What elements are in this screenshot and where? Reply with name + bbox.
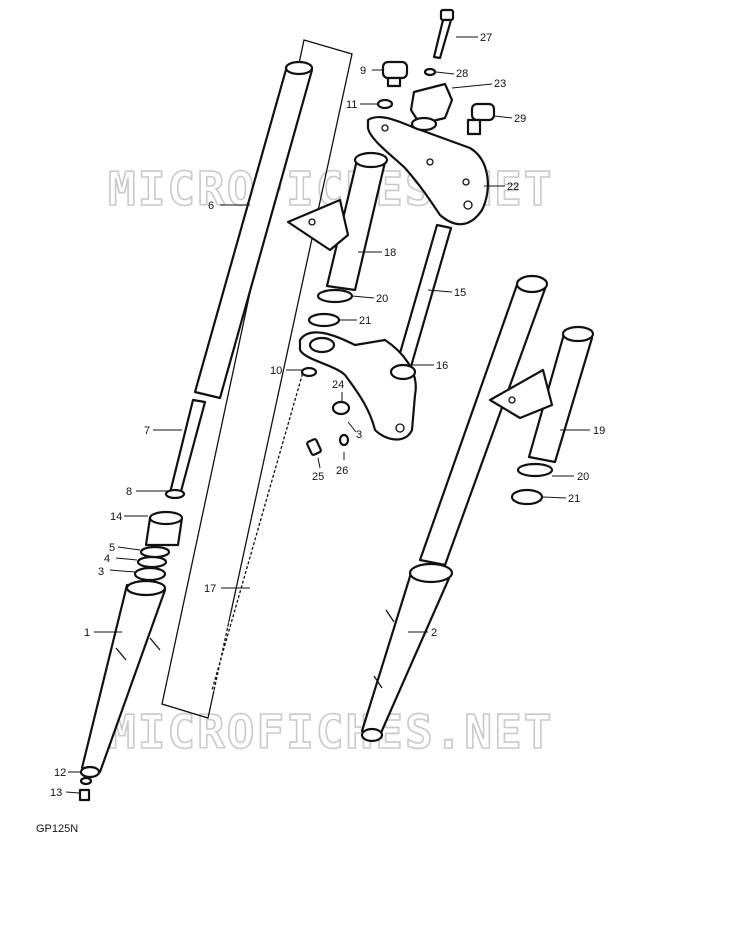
handlebar-holder [409, 82, 454, 132]
cover-ring-left [316, 288, 354, 304]
washer-26 [338, 433, 350, 447]
callout-8: 8 [126, 486, 132, 498]
callout-21-left: 21 [359, 315, 371, 327]
fork-cover-right [488, 325, 595, 464]
o-ring-left [307, 312, 341, 328]
seal-ring-stack [133, 545, 171, 582]
callout-9: 9 [360, 65, 366, 77]
steering-stem [394, 223, 453, 372]
callout-12: 12 [54, 767, 66, 779]
fork-cover-left [286, 151, 389, 292]
o-ring-right [510, 488, 544, 506]
holder-washer [423, 67, 437, 77]
cap-bolt-9 [381, 60, 409, 88]
washer-11 [376, 98, 394, 110]
drain-gasket [79, 776, 93, 786]
model-code: GP125N [36, 823, 78, 835]
callout-4: 4 [104, 553, 110, 565]
callout-5: 5 [109, 542, 115, 554]
callout-20-right: 20 [577, 471, 589, 483]
callout-7: 7 [144, 425, 150, 437]
callout-22: 22 [507, 181, 519, 193]
callout-26: 26 [336, 465, 348, 477]
callout-23: 23 [494, 78, 506, 90]
callout-13: 13 [50, 787, 62, 799]
callout-labels: 27 28 23 9 11 29 22 6 18 20 21 15 16 10 … [50, 32, 605, 799]
callout-1: 1 [84, 627, 90, 639]
callout-16: 16 [436, 360, 448, 372]
holder-bolt [432, 8, 455, 60]
callout-3-stem: 3 [356, 429, 362, 441]
callout-19: 19 [593, 425, 605, 437]
callout-25: 25 [312, 471, 324, 483]
cover-ring-right [516, 462, 554, 478]
pinch-bolt-25 [306, 438, 322, 456]
lower-bracket [298, 331, 417, 441]
callout-21-right: 21 [568, 493, 580, 505]
inner-parts-outline-box [161, 39, 353, 719]
callout-11: 11 [346, 99, 357, 111]
drain-bolt [78, 788, 91, 802]
callout-27: 27 [480, 32, 492, 44]
callout-14: 14 [110, 511, 122, 523]
callout-2: 2 [431, 627, 437, 639]
callout-6: 6 [208, 200, 214, 212]
callout-15: 15 [454, 287, 466, 299]
callout-24: 24 [332, 379, 344, 391]
callout-18: 18 [384, 247, 396, 259]
leader-lines [65, 36, 590, 794]
pinch-bolt-24 [331, 400, 351, 416]
damper-rod [164, 398, 207, 500]
oil-seal-holder [144, 510, 184, 547]
cap-bolt-29 [466, 102, 496, 136]
callout-3: 3 [98, 566, 104, 578]
callout-10: 10 [270, 365, 282, 377]
callout-28: 28 [456, 68, 468, 80]
watermark-bottom: MICROFICHES.NET [108, 705, 553, 759]
callout-29: 29 [514, 113, 526, 125]
fork-spring [209, 366, 318, 691]
fork-tube-right [360, 274, 549, 743]
fork-outer-tube-left [79, 579, 167, 779]
callout-20-left: 20 [376, 293, 388, 305]
callout-17: 17 [204, 583, 216, 595]
fork-inner-tube-left [193, 60, 314, 400]
